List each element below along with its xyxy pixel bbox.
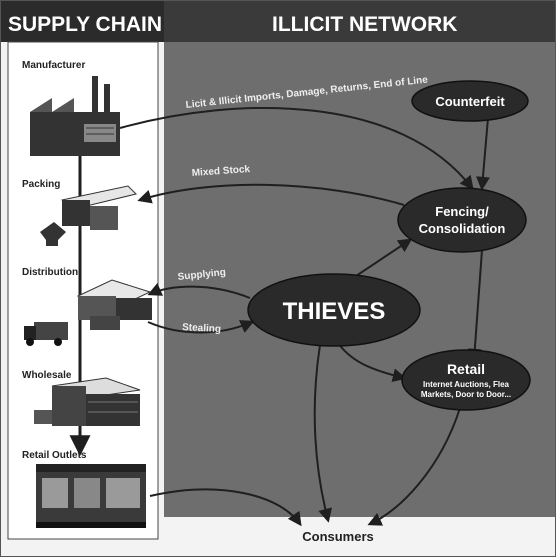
warehouse-trucks-icon: [24, 279, 152, 346]
node-fencing-label-line2: Consolidation: [419, 221, 506, 236]
node-retail: Retail Internet Auctions, Flea Markets, …: [401, 349, 531, 411]
node-thieves-label: THIEVES: [283, 298, 386, 325]
node-fencing: Fencing/ Consolidation: [397, 187, 527, 253]
edge-label-stealing: Stealing: [182, 322, 221, 335]
stage-label-manufacturer: Manufacturer: [22, 60, 85, 71]
stage-label-wholesale: Wholesale: [22, 370, 72, 381]
illicit-network-header-bg: [164, 0, 556, 42]
node-counterfeit-label: Counterfeit: [435, 94, 505, 109]
node-retail-title: Retail: [447, 361, 485, 377]
supply-chain-header-bg: [0, 0, 164, 42]
illicit-network-title: ILLICIT NETWORK: [272, 13, 457, 36]
edge-thieves-to-consumers: [313, 344, 332, 523]
wholesale-building-icon: [34, 377, 141, 426]
edge-retail-to-consumers: [367, 407, 461, 526]
edge-outlets-to-consumers: [149, 488, 302, 527]
edge-fencing-to-retail: [467, 249, 483, 363]
edge-stealing: [147, 320, 255, 334]
edge-supplying: [147, 283, 251, 299]
edge-label-supplying: Supplying: [177, 267, 226, 283]
edge-mixed-stock: [137, 183, 405, 206]
stage-label-retail-outlets: Retail Outlets: [22, 450, 87, 461]
boxes-icon: [40, 185, 137, 246]
node-fencing-label-line1: Fencing/: [435, 204, 489, 219]
node-consumers-label: Consumers: [302, 529, 374, 544]
supply-chain-title: SUPPLY CHAIN: [8, 13, 162, 36]
edge-label-mixed-stock: Mixed Stock: [191, 164, 250, 179]
edge-counterfeit-to-fencing: [475, 117, 490, 191]
node-retail-sub2: Markets, Door to Door...: [421, 390, 511, 399]
edge-imports: [119, 106, 474, 191]
edge-thieves-to-fencing: [349, 238, 413, 281]
node-retail-sub1: Internet Auctions, Flea: [423, 380, 509, 389]
stage-label-distribution: Distribution: [22, 267, 78, 278]
store-front-icon: [36, 464, 146, 528]
node-counterfeit: Counterfeit: [411, 80, 529, 122]
factory-icon: [30, 76, 120, 156]
stage-label-packing: Packing: [22, 179, 60, 190]
node-thieves: THIEVES: [247, 273, 421, 347]
